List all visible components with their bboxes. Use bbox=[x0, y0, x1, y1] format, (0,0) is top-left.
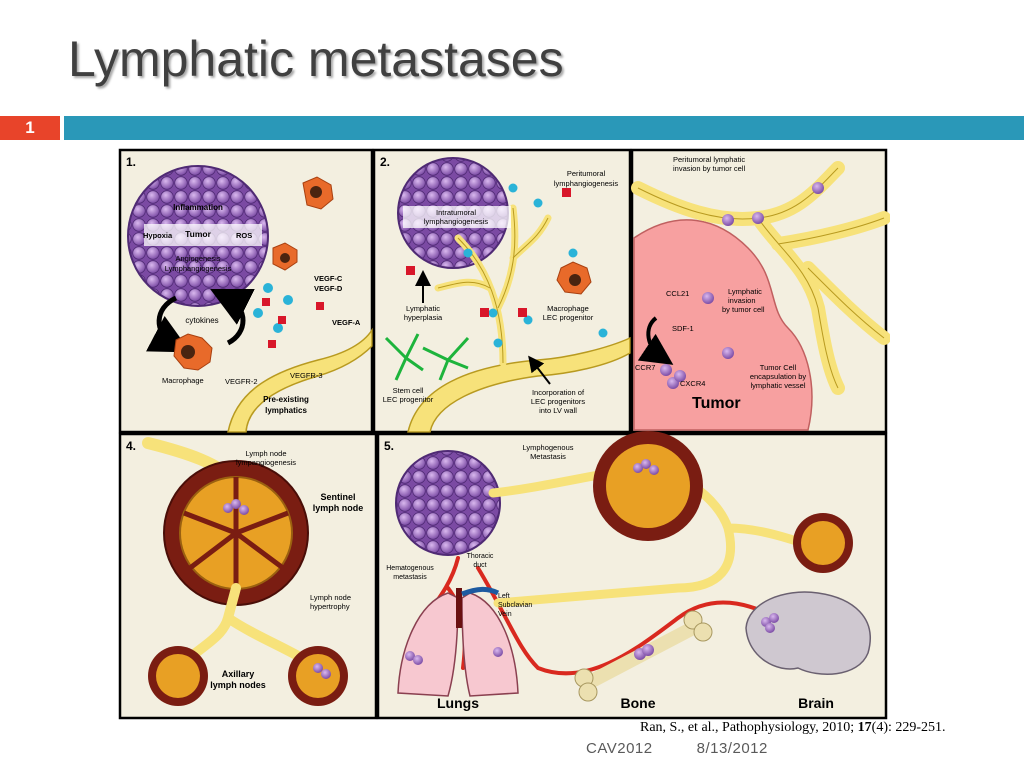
inflammation-label: Inflammation bbox=[173, 203, 223, 212]
macrophage-lec-label: Macrophage bbox=[547, 304, 589, 313]
footer-event: CAV2012 bbox=[586, 740, 653, 757]
bone-label: Bone bbox=[621, 695, 656, 711]
thoracic-duct-label-2: duct bbox=[473, 562, 486, 569]
vegf-molecules bbox=[253, 283, 324, 348]
ros-label: ROS bbox=[236, 231, 252, 240]
panel-5-number: 5. bbox=[384, 439, 394, 453]
citation: Ran, S., et al., Pathophysiology, 2010; … bbox=[640, 720, 946, 736]
footer-date: 8/13/2012 bbox=[696, 740, 768, 757]
lymphangiogenesis-label: Lymphangiogenesis bbox=[165, 264, 232, 273]
hyperplasia-label: Lymphatic bbox=[406, 304, 440, 313]
bone bbox=[574, 610, 713, 702]
vegfa-label: VEGF-A bbox=[332, 318, 361, 327]
intratumoral-label-2: lymphangiogenesis bbox=[424, 217, 488, 226]
encapsulation-label-2: encapsulation by bbox=[750, 372, 807, 381]
stem-cell-label-2: LEC progenitor bbox=[383, 395, 434, 404]
incorporation-label-3: into LV wall bbox=[539, 406, 577, 415]
pre-existing-lymphatic-vessel bbox=[227, 327, 373, 433]
lymphatic-invasion-label-2: invasion bbox=[728, 296, 756, 305]
hyperplasia-label-2: hyperplasia bbox=[404, 313, 443, 322]
panel-1: 1. Inflammation Hypoxia Tumor ROS Angiog… bbox=[118, 148, 374, 434]
distant-lymph-node bbox=[593, 431, 703, 541]
preexisting-label: Pre-existing bbox=[263, 395, 309, 404]
peritumoral-invasion-label-2: invasion by tumor cell bbox=[673, 164, 745, 173]
slide-footer: CAV2012 8/13/2012 bbox=[586, 740, 812, 757]
citation-volume: 17 bbox=[857, 720, 872, 735]
encapsulation-label: Tumor Cell bbox=[760, 363, 797, 372]
axillary-label-2: lymph nodes bbox=[210, 680, 266, 690]
hematogenous-label-2: metastasis bbox=[393, 574, 427, 581]
lymphatic-invasion-label: Lymphatic bbox=[728, 287, 762, 296]
vegfc-label: VEGF-C bbox=[314, 274, 343, 283]
ccr7-label: CCR7 bbox=[635, 363, 655, 372]
thoracic-duct-label: Thoracic bbox=[467, 553, 494, 560]
brain-label: Brain bbox=[798, 695, 834, 711]
cytokines-label: cytokines bbox=[185, 316, 218, 325]
hypoxia-label: Hypoxia bbox=[143, 231, 173, 240]
subclavian-label-2: Subclavian bbox=[498, 602, 532, 609]
lymphogenous-label: Lymphogenous bbox=[522, 443, 573, 452]
slide-number-badge: 1 bbox=[0, 116, 60, 140]
subclavian-label-3: Vein bbox=[498, 611, 512, 618]
tumor-label: Tumor bbox=[185, 229, 212, 239]
angiogenesis-label: Angiogenesis bbox=[175, 254, 220, 263]
ccl21-label: CCL21 bbox=[666, 289, 689, 298]
stem-cells bbox=[384, 333, 470, 381]
panel-4: 4. Lymph node lympangiogenesis Sentinel … bbox=[118, 432, 378, 720]
tumor-big-label: Tumor bbox=[692, 395, 741, 412]
cxcr4-label: CXCR4 bbox=[680, 379, 705, 388]
encapsulation-label-3: lymphatic vessel bbox=[750, 381, 805, 390]
panel-1-number: 1. bbox=[126, 155, 136, 169]
peritumoral-invasion-label: Peritumoral lymphatic bbox=[673, 155, 745, 164]
stem-cell-label: Stem cell bbox=[393, 386, 424, 395]
invading-tumor-cells bbox=[660, 182, 824, 389]
macrophage-lec-label-2: LEC progenitor bbox=[543, 313, 594, 322]
citation-pre: Ran, S., et al., Pathophysiology, 2010; bbox=[640, 720, 858, 735]
panel-2-number: 2. bbox=[380, 155, 390, 169]
vegfr2-label: VEGFR-2 bbox=[225, 377, 258, 386]
panel-3: Tumor Peritumoral lymphatic invasion by … bbox=[630, 148, 890, 434]
lec-molecules bbox=[406, 183, 608, 348]
subclavian-label: Left bbox=[498, 593, 510, 600]
lungs bbox=[397, 586, 519, 697]
incorporation-label-2: LEC progenitors bbox=[531, 397, 585, 406]
slide-title: Lymphatic metastases bbox=[68, 31, 564, 87]
sdf1-label: SDF-1 bbox=[672, 324, 694, 333]
lymphatics-label: lymphatics bbox=[265, 406, 307, 415]
hypertrophy-label: Lymph node bbox=[310, 593, 351, 602]
peritumoral-label-2: lymphangiogenesis bbox=[554, 179, 618, 188]
vegfd-label: VEGF-D bbox=[314, 284, 343, 293]
panel-5: 5. Lymphogenous Metastasis Hematogenous … bbox=[376, 431, 888, 720]
intratumoral-label: Intratumoral bbox=[436, 208, 476, 217]
citation-post: (4): 229-251. bbox=[871, 720, 946, 735]
sentinel-label: Sentinel bbox=[320, 492, 355, 502]
lymphogenous-label-2: Metastasis bbox=[530, 452, 566, 461]
metastasis-figure: 1. Inflammation Hypoxia Tumor ROS Angiog… bbox=[118, 148, 890, 720]
vegfr3-label: VEGFR-3 bbox=[290, 371, 323, 380]
sentinel-lymph-node bbox=[163, 460, 309, 606]
incorporation-label: Incorporation of bbox=[532, 388, 585, 397]
lymph-node-lng-label-2: lympangiogenesis bbox=[236, 458, 296, 467]
sentinel-label-2: lymph node bbox=[313, 503, 364, 513]
lymph-node-lng-label: Lymph node bbox=[245, 449, 286, 458]
macrophage-label: Macrophage bbox=[162, 376, 204, 385]
lymphatic-invasion-label-3: by tumor cell bbox=[722, 305, 765, 314]
brain bbox=[745, 591, 871, 675]
peritumoral-label: Peritumoral bbox=[567, 169, 606, 178]
title-accent-bar bbox=[64, 116, 1024, 140]
hypertrophy-label-2: hypertrophy bbox=[310, 602, 350, 611]
figure-svg: 1. Inflammation Hypoxia Tumor ROS Angiog… bbox=[118, 148, 890, 720]
lymphatic-vessel-2 bbox=[407, 336, 631, 433]
primary-tumor bbox=[395, 450, 501, 556]
panel-2: 2. Intratumoral lymphangiogenesis Peritu… bbox=[372, 148, 632, 434]
macrophage-cell bbox=[173, 333, 213, 371]
axillary-label: Axillary bbox=[222, 669, 255, 679]
hematogenous-label: Hematogenous bbox=[386, 565, 434, 572]
panel-4-number: 4. bbox=[126, 439, 136, 453]
lungs-label: Lungs bbox=[437, 695, 479, 711]
